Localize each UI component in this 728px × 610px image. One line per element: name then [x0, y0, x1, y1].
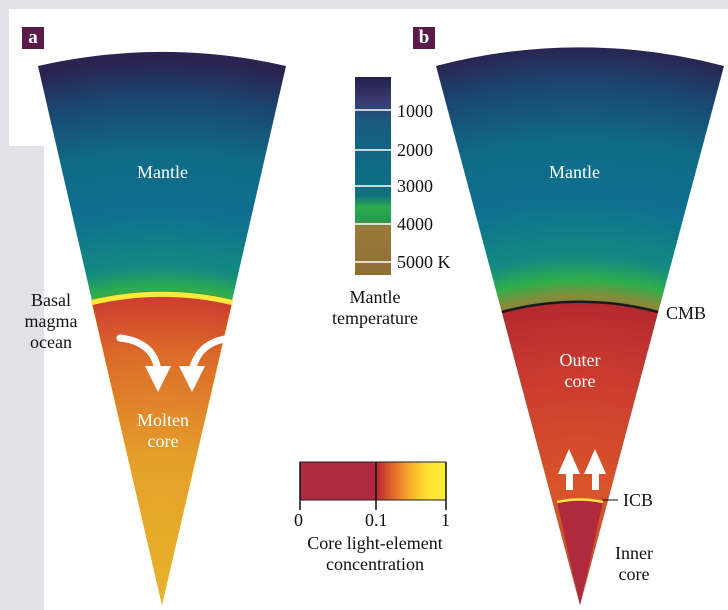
icb-label: ICB	[623, 490, 654, 510]
panel-b-inner-core	[557, 499, 603, 605]
temp-label-5000: 5000 K	[397, 252, 451, 272]
outer-core-label: Outer core	[540, 350, 620, 392]
molten-core-line-1: Molten	[137, 410, 189, 430]
up-arrow-left-icon	[558, 449, 580, 474]
temp-label-4000: 4000	[397, 214, 433, 234]
basal-magma-ocean-label: Basal magma ocean	[16, 290, 86, 353]
conc-title-line-2: concentration	[326, 554, 424, 574]
up-arrow-shaft-left	[566, 470, 573, 490]
page-frame-step	[0, 146, 44, 610]
temp-title-line-2: temperature	[332, 308, 418, 328]
magma-label-line-1: Basal	[31, 290, 71, 310]
magma-label-line-3: ocean	[30, 332, 72, 352]
page-frame-top	[0, 0, 728, 9]
conc-title-line-1: Core light-element	[307, 533, 443, 553]
panel-b-tag: b	[413, 27, 435, 49]
outer-core-line-2: core	[564, 371, 596, 391]
magma-label-line-2: magma	[24, 311, 78, 331]
temperature-scale-bar	[355, 77, 394, 275]
temp-title-line-1: Mantle	[349, 287, 401, 307]
inner-core-boundary-line	[556, 498, 604, 504]
concentration-gradient	[300, 462, 446, 500]
concentration-scale-title: Core light-element concentration	[270, 533, 480, 575]
up-arrow-right-icon	[584, 449, 606, 474]
panel-a	[38, 51, 286, 605]
up-arrow-shaft-right	[592, 470, 599, 490]
cmb-label: CMB	[666, 303, 707, 323]
panel-b-upwelling-arrows	[558, 449, 606, 490]
left-arrowhead-icon	[145, 366, 171, 392]
conc-label-0: 0	[294, 510, 303, 530]
temperature-gradient	[355, 77, 391, 275]
core-mantle-boundary-line	[501, 300, 659, 314]
temp-label-1000: 1000	[397, 101, 433, 121]
inner-core-line-1: Inner	[615, 543, 653, 563]
inner-core-line-2: core	[618, 564, 650, 584]
panel-b-mantle-label: Mantle	[549, 162, 600, 182]
panel-a-tag: a	[22, 27, 44, 49]
panel-b-outer-core	[502, 301, 658, 605]
temp-label-3000: 3000	[397, 176, 433, 196]
temperature-scale-title: Mantle temperature	[300, 287, 450, 329]
panel-b	[436, 47, 724, 606]
inner-core-label: Inner core	[604, 543, 664, 585]
panel-a-mantle-label: Mantle	[137, 162, 188, 182]
temp-label-2000: 2000	[397, 140, 433, 160]
molten-core-line-2: core	[147, 431, 179, 451]
molten-core-label: Molten core	[130, 410, 196, 452]
conc-label-1: 1	[441, 510, 450, 530]
conc-label-0-1: 0.1	[365, 510, 388, 530]
outer-core-line-1: Outer	[559, 350, 601, 370]
concentration-scale-bar	[299, 461, 447, 510]
right-arrowhead-icon	[179, 366, 205, 392]
